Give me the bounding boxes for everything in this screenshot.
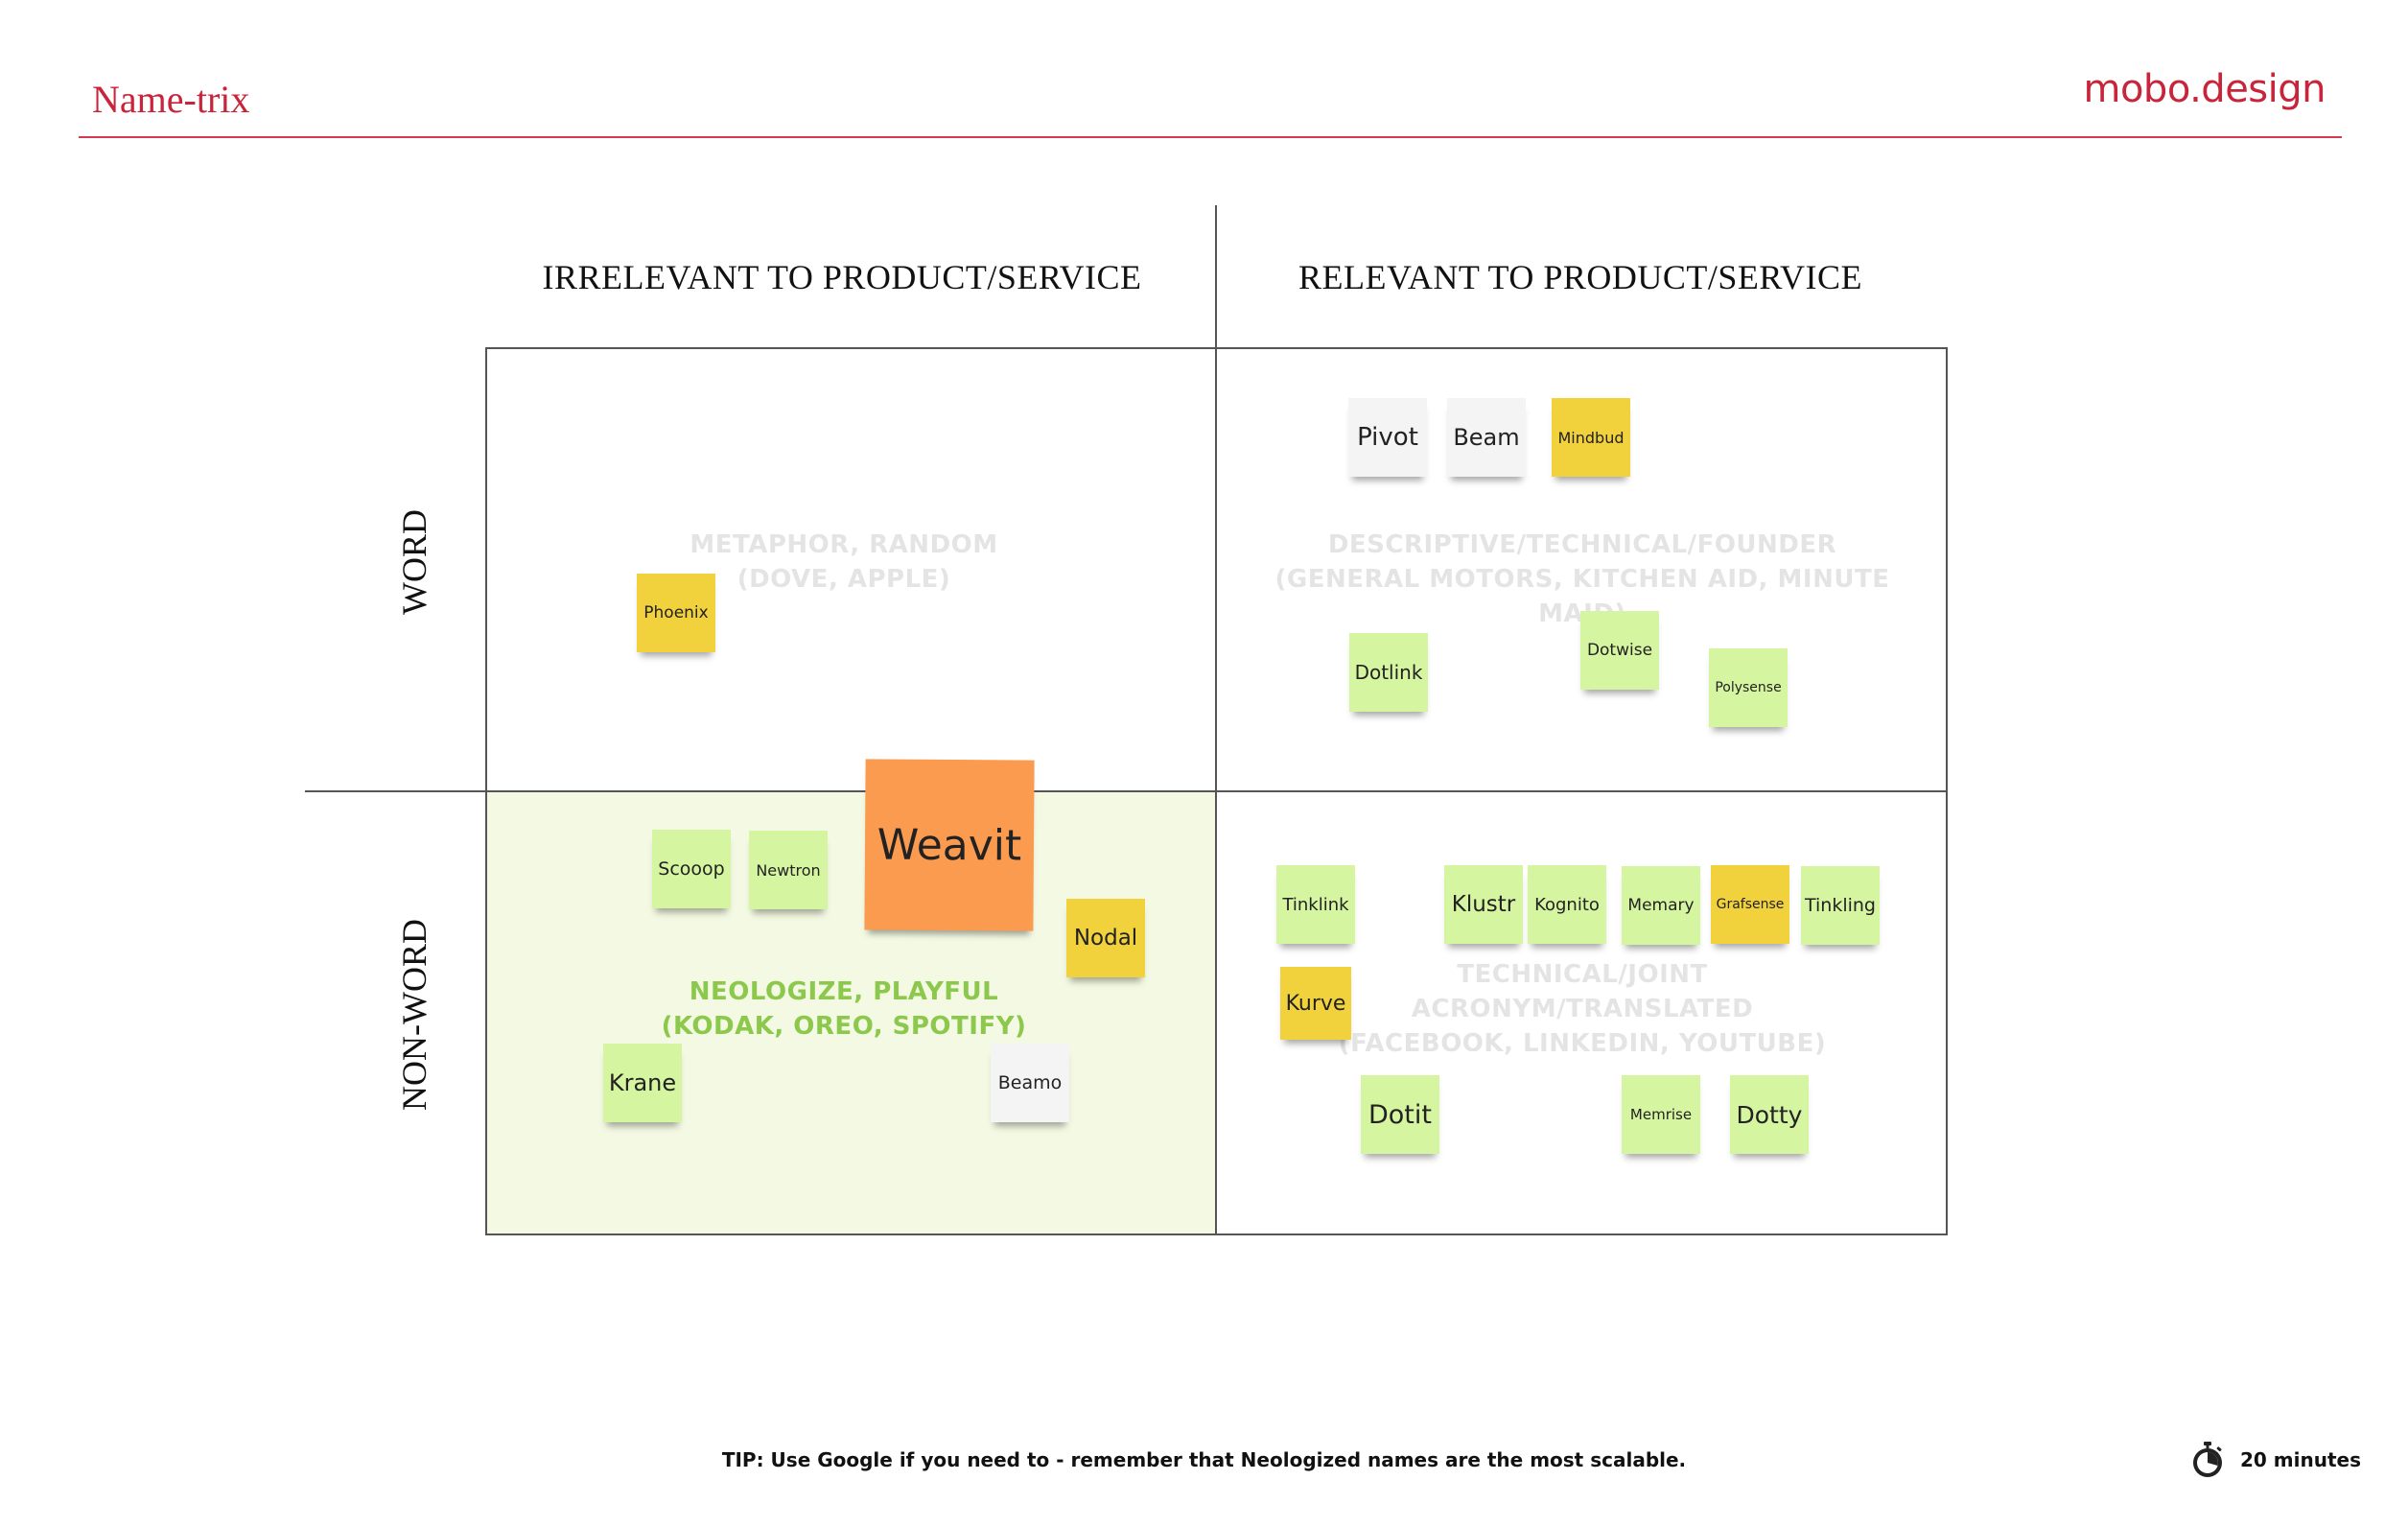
sticky-note-kognito[interactable]: Kognito xyxy=(1528,865,1606,944)
header-divider xyxy=(79,136,2342,138)
tip-text: TIP: Use Google if you need to - remembe… xyxy=(721,1448,1687,1471)
timer-label: 20 minutes xyxy=(2240,1448,2361,1471)
page-title: Name-trix xyxy=(92,78,250,121)
sticky-note-phoenix[interactable]: Phoenix xyxy=(637,574,715,652)
row-heading-word: WORD xyxy=(395,509,433,615)
sticky-note-beamo[interactable]: Beamo xyxy=(991,1044,1069,1122)
sticky-note-beam[interactable]: Beam xyxy=(1447,398,1526,477)
vertical-axis xyxy=(1215,205,1217,1235)
category-label-neologize: NEOLOGIZE, PLAYFUL (KODAK, OREO, SPOTIFY… xyxy=(556,975,1132,1044)
sticky-note-klustr[interactable]: Klustr xyxy=(1444,865,1523,944)
category-label-technical: TECHNICAL/JOINT ACRONYM/TRANSLATED (FACE… xyxy=(1295,957,1870,1061)
sticky-note-weavit[interactable]: Weavit xyxy=(864,759,1035,931)
category-label-metaphor: METAPHOR, RANDOM (DOVE, APPLE) xyxy=(556,528,1132,597)
category-line: (KODAK, OREO, SPOTIFY) xyxy=(661,1012,1027,1041)
sticky-note-memary[interactable]: Memary xyxy=(1622,866,1700,945)
sticky-note-krane[interactable]: Krane xyxy=(603,1044,682,1122)
sticky-note-mindbud[interactable]: Mindbud xyxy=(1552,398,1630,477)
category-line: TECHNICAL/JOINT xyxy=(1457,960,1708,989)
sticky-note-tinkling[interactable]: Tinkling xyxy=(1801,866,1880,945)
sticky-note-dotwise[interactable]: Dotwise xyxy=(1580,611,1659,690)
sticky-note-kurve[interactable]: Kurve xyxy=(1280,967,1351,1040)
category-line: (FACEBOOK, LINKEDIN, YOUTUBE) xyxy=(1338,1029,1827,1058)
sticky-note-grafsense[interactable]: Grafsense xyxy=(1711,865,1789,944)
category-line: NEOLOGIZE, PLAYFUL xyxy=(689,977,999,1006)
sticky-note-memrise[interactable]: Memrise xyxy=(1622,1075,1700,1154)
category-line: DESCRIPTIVE/TECHNICAL/FOUNDER xyxy=(1327,530,1837,559)
sticky-note-pivot[interactable]: Pivot xyxy=(1348,398,1427,477)
brand-logo: mobo.design xyxy=(2083,67,2326,111)
sticky-note-dotit[interactable]: Dotit xyxy=(1361,1075,1439,1154)
sticky-note-tinklink[interactable]: Tinklink xyxy=(1276,865,1355,944)
category-line: ACRONYM/TRANSLATED xyxy=(1411,995,1754,1023)
stopwatch-icon xyxy=(2193,1442,2222,1477)
sticky-note-dotty[interactable]: Dotty xyxy=(1730,1075,1809,1154)
sticky-note-newtron[interactable]: Newtron xyxy=(749,831,828,909)
quadrant-bottom-left xyxy=(485,790,1217,1235)
category-line: METAPHOR, RANDOM xyxy=(690,530,998,559)
sticky-note-nodal[interactable]: Nodal xyxy=(1066,899,1145,977)
sticky-note-dotlink[interactable]: Dotlink xyxy=(1349,633,1428,712)
sticky-note-polysense[interactable]: Polysense xyxy=(1709,648,1788,727)
sticky-note-scooop[interactable]: Scooop xyxy=(652,830,731,908)
horizontal-axis xyxy=(305,790,1947,792)
column-heading-irrelevant: IRRELEVANT TO PRODUCT/SERVICE xyxy=(542,258,1142,296)
column-heading-relevant: RELEVANT TO PRODUCT/SERVICE xyxy=(1298,258,1863,296)
category-line: (DOVE, APPLE) xyxy=(736,565,951,594)
row-heading-non-word: NON-WORD xyxy=(395,919,433,1111)
